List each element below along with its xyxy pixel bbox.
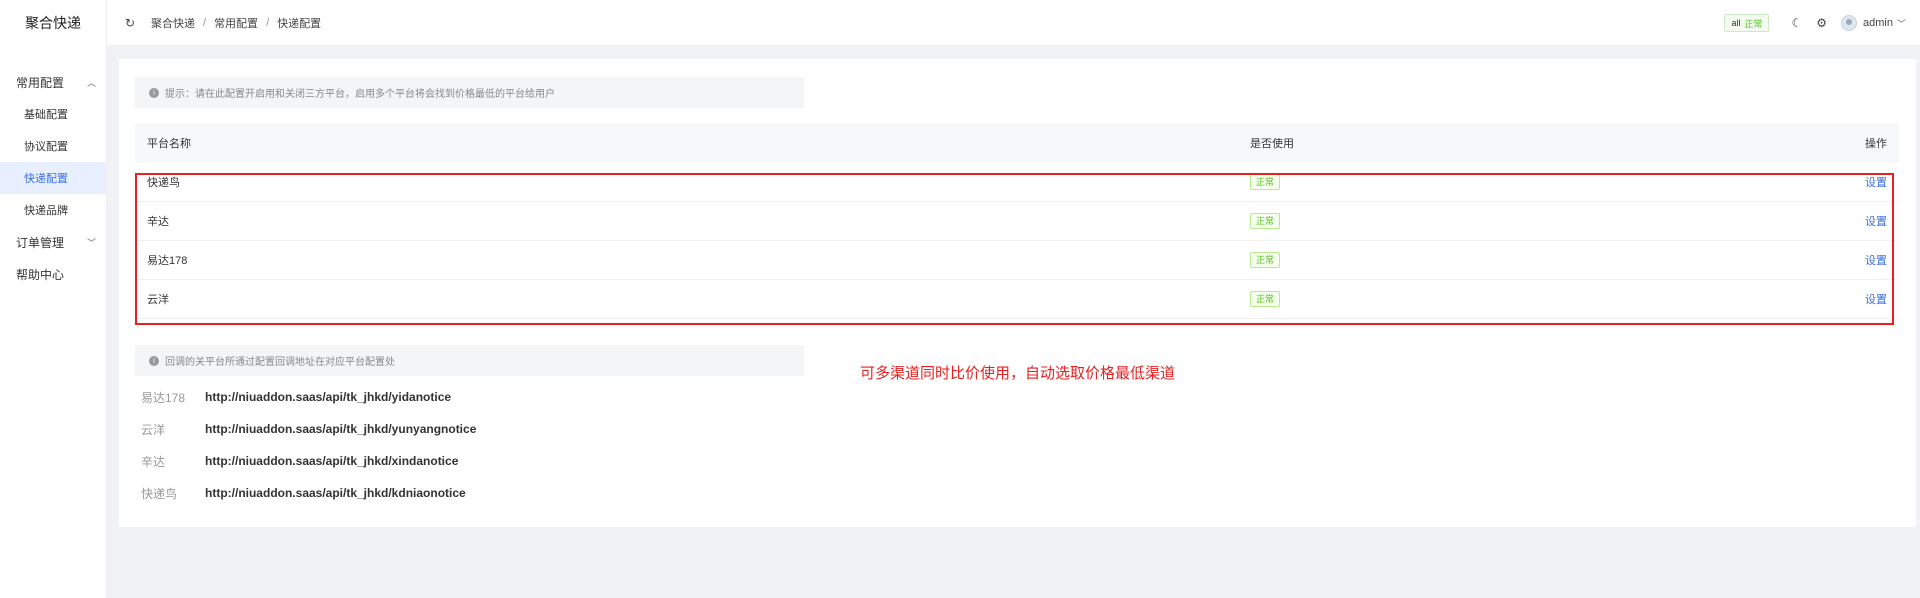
platform-name: 易达178 — [147, 255, 188, 267]
content-panel: i 提示：请在此配置开启用和关闭三方平台，启用多个平台将会找到价格最低的平台给用… — [119, 59, 1916, 527]
menu-group-help-center[interactable]: 帮助中心 — [0, 258, 106, 290]
column-header-enabled: 是否使用 — [1250, 138, 1294, 150]
callback-platform-name: 云洋 — [141, 422, 166, 437]
breadcrumb-item[interactable]: 聚合快递 — [151, 17, 195, 30]
app-logo-title: 聚合快递 — [25, 15, 81, 31]
status-tag: 正常 — [1250, 213, 1281, 229]
header-actions: all 正常 ☾ ⚙ admin ﹀ — [1724, 0, 1920, 46]
sidebar-item-protocol-config[interactable]: 协议配置 — [24, 141, 68, 153]
chevron-down-icon: ﹀ — [86, 237, 96, 248]
table-header: 平台名称 是否使用 操作 — [135, 123, 1899, 163]
breadcrumb-item[interactable]: 常用配置 — [214, 17, 259, 30]
breadcrumb-separator: / — [266, 16, 270, 29]
callback-tip-banner: i 回调的关平台所通过配置回调地址在对应平台配置处 — [135, 345, 804, 376]
chevron-down-icon[interactable]: ﹀ — [1896, 18, 1906, 29]
username[interactable]: admin — [1863, 17, 1893, 29]
callback-platform-name: 易达178 — [141, 390, 186, 405]
breadcrumb: 聚合快递 / 常用配置 / 快递配置 — [151, 15, 321, 31]
gear-icon[interactable]: ⚙ — [1816, 16, 1828, 30]
table-row: 快递鸟 正常 设置 — [135, 163, 1899, 202]
menu-group-label: 常用配置 — [16, 75, 65, 90]
platform-name: 辛达 — [147, 216, 169, 228]
list-item: 快递鸟 http://niuaddon.saas/api/tk_jhkd/kdn… — [141, 477, 476, 509]
settings-link[interactable]: 设置 — [1865, 294, 1887, 306]
list-item: 易达178 http://niuaddon.saas/api/tk_jhkd/y… — [141, 381, 476, 413]
callback-url: http://niuaddon.saas/api/tk_jhkd/yidanot… — [205, 390, 452, 404]
top-header: ↻ 聚合快递 / 常用配置 / 快递配置 all 正常 ☾ ⚙ admin ﹀ — [107, 0, 1920, 46]
table-row: 易达178 正常 设置 — [135, 241, 1899, 280]
menu-group-label: 帮助中心 — [16, 267, 65, 282]
settings-link[interactable]: 设置 — [1865, 216, 1887, 228]
callback-url-list: 易达178 http://niuaddon.saas/api/tk_jhkd/y… — [141, 381, 476, 509]
platform-name: 快递鸟 — [147, 177, 180, 189]
sidebar: 聚合快递 常用配置 ︿ 基础配置 协议配置 快递配置 快递品牌 订单管理 ﹀ 帮… — [0, 0, 107, 598]
column-header-action: 操作 — [1865, 138, 1887, 150]
avatar[interactable] — [1841, 15, 1858, 31]
platform-table: 平台名称 是否使用 操作 快递鸟 正常 设置 辛达 正常 设置 易达178 正常… — [135, 123, 1899, 319]
menu-group-order-management[interactable]: 订单管理 ﹀ — [0, 226, 106, 258]
breadcrumb-item-current: 快递配置 — [277, 17, 322, 30]
sidebar-menu: 常用配置 ︿ 基础配置 协议配置 快递配置 快递品牌 订单管理 ﹀ 帮助中心 — [0, 46, 106, 290]
tip-banner: i 提示：请在此配置开启用和关闭三方平台，启用多个平台将会找到价格最低的平台给用… — [135, 77, 804, 108]
tip-text: 提示：请在此配置开启用和关闭三方平台，启用多个平台将会找到价格最低的平台给用户 — [165, 89, 555, 100]
info-icon: i — [149, 87, 159, 98]
table-row: 云洋 正常 设置 — [135, 280, 1899, 319]
column-header-platform: 平台名称 — [147, 138, 191, 150]
callback-tip-text: 回调的关平台所通过配置回调地址在对应平台配置处 — [165, 357, 395, 368]
callback-platform-name: 辛达 — [141, 454, 166, 469]
status-tag: 正常 — [1250, 291, 1281, 307]
settings-link[interactable]: 设置 — [1865, 255, 1887, 267]
info-icon: i — [149, 355, 159, 366]
status-badge-label: all — [1731, 18, 1741, 28]
status-tag: 正常 — [1250, 174, 1281, 190]
settings-link[interactable]: 设置 — [1865, 177, 1887, 189]
sidebar-item-basic-config[interactable]: 基础配置 — [24, 109, 68, 121]
menu-group-label: 订单管理 — [16, 235, 65, 250]
chevron-up-icon: ︿ — [86, 77, 96, 88]
platform-name: 云洋 — [147, 294, 169, 306]
callback-platform-name: 快递鸟 — [141, 486, 178, 501]
sidebar-item-express-brand[interactable]: 快递品牌 — [24, 205, 68, 217]
list-item: 辛达 http://niuaddon.saas/api/tk_jhkd/xind… — [141, 445, 476, 477]
breadcrumb-separator: / — [203, 16, 207, 29]
callback-url: http://niuaddon.saas/api/tk_jhkd/yunyang… — [205, 422, 477, 436]
menu-group-common-config[interactable]: 常用配置 ︿ — [0, 66, 106, 98]
status-badge-value: 正常 — [1744, 18, 1763, 29]
status-tag: 正常 — [1250, 252, 1281, 268]
callback-url: http://niuaddon.saas/api/tk_jhkd/kdniaon… — [205, 486, 466, 500]
list-item: 云洋 http://niuaddon.saas/api/tk_jhkd/yuny… — [141, 413, 476, 445]
callback-url: http://niuaddon.saas/api/tk_jhkd/xindano… — [205, 454, 459, 468]
table-row: 辛达 正常 设置 — [135, 202, 1899, 241]
theme-icon[interactable]: ☾ — [1791, 16, 1803, 30]
annotation-text: 可多渠道同时比价使用，自动选取价格最低渠道 — [860, 365, 1176, 382]
refresh-icon[interactable]: ↻ — [124, 15, 136, 30]
status-badge[interactable]: all 正常 — [1724, 14, 1770, 32]
sidebar-item-express-config[interactable]: 快递配置 — [0, 162, 106, 194]
